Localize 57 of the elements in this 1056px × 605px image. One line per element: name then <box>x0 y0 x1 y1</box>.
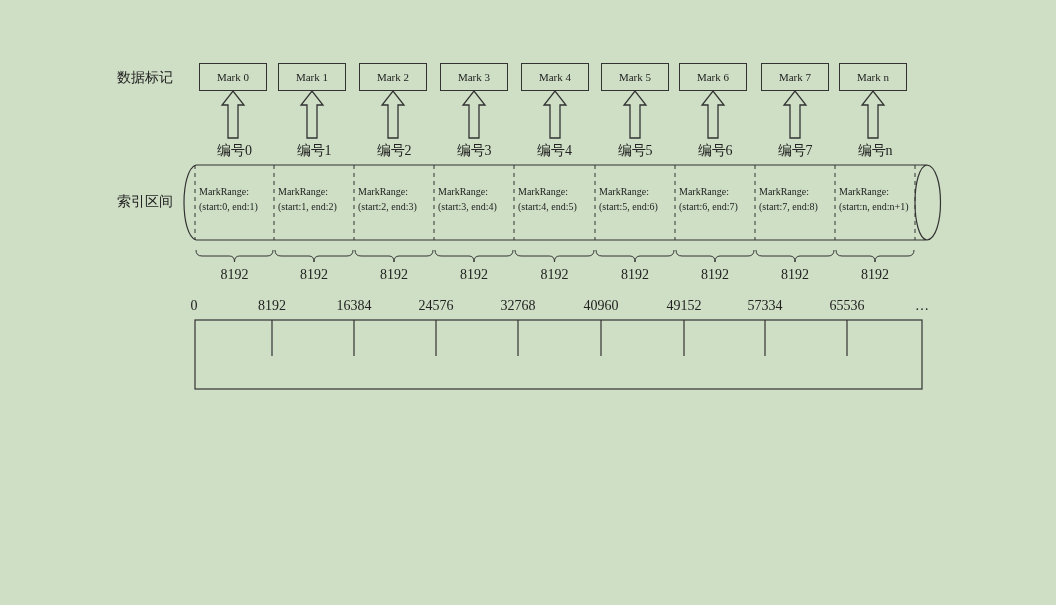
offset-number: 65536 <box>829 297 865 315</box>
granule-size: 8192 <box>781 266 809 284</box>
offset-number: 49152 <box>666 297 702 315</box>
mark-range-text: MarkRange: (start:3, end:4) <box>438 185 498 214</box>
mark-box: Mark 2 <box>359 63 427 91</box>
mark-range-text: MarkRange: (start:6, end:7) <box>679 185 739 214</box>
offset-number: 0 <box>190 297 198 315</box>
row-label: 索引区间 <box>117 193 173 211</box>
mark-range-text: MarkRange: (start:5, end:6) <box>599 185 659 214</box>
mark-range-text: MarkRange: (start:7, end:8) <box>759 185 819 214</box>
hollow-arrow <box>622 89 648 139</box>
hollow-arrow <box>700 89 726 139</box>
hollow-arrow <box>299 89 325 139</box>
segment-number: 编号3 <box>456 142 492 160</box>
mark-box: Mark 4 <box>521 63 589 91</box>
granule-size: 8192 <box>380 266 408 284</box>
hollow-arrow <box>542 89 568 139</box>
mark-range-text: MarkRange: (start:n, end:n+1) <box>839 185 910 214</box>
hollow-arrow <box>380 89 406 139</box>
mark-range-text: MarkRange: (start:4, end:5) <box>518 185 578 214</box>
mark-box: Mark 7 <box>761 63 829 91</box>
segment-number: 编号n <box>857 142 893 160</box>
segment-number: 编号4 <box>537 142 572 160</box>
granule-size: 8192 <box>220 266 249 284</box>
segment-number: 编号7 <box>777 142 813 160</box>
offset-number: 57334 <box>747 297 783 315</box>
offset-number: 8192 <box>258 297 286 315</box>
granule-size: 8192 <box>460 266 488 284</box>
granule-size: 8192 <box>621 266 649 284</box>
segment-number: 编号5 <box>617 142 653 160</box>
segment-number: 编号2 <box>376 142 412 160</box>
mark-box: Mark 0 <box>199 63 267 91</box>
offset-number: 24576 <box>418 297 454 315</box>
offset-number: 32768 <box>500 297 536 315</box>
offset-number: … <box>915 297 929 315</box>
mark-box: Mark 6 <box>679 63 747 91</box>
row-label: 数据标记 <box>117 69 173 87</box>
mark-box: Mark 1 <box>278 63 346 91</box>
hollow-arrow <box>220 89 246 139</box>
mark-box: Mark 5 <box>601 63 669 91</box>
offset-number: 40960 <box>583 297 619 315</box>
granule-size: 8192 <box>300 266 328 284</box>
segment-number: 编号1 <box>296 142 332 160</box>
mark-box: Mark n <box>839 63 907 91</box>
hollow-arrow <box>860 89 886 139</box>
offset-number: 16384 <box>336 297 372 315</box>
mark-range-text: MarkRange: (start:1, end:2) <box>278 185 338 214</box>
mark-range-text: MarkRange: (start:2, end:3) <box>358 185 418 214</box>
hollow-arrow <box>782 89 808 139</box>
granule-size: 8192 <box>540 266 569 284</box>
hollow-arrow <box>461 89 487 139</box>
segment-number: 编号6 <box>697 142 733 160</box>
mark-range-text: MarkRange: (start:0, end:1) <box>199 185 259 214</box>
granule-size: 8192 <box>861 266 889 284</box>
mark-box: Mark 3 <box>440 63 508 91</box>
granule-size: 8192 <box>701 266 729 284</box>
segment-number: 编号0 <box>217 142 252 160</box>
